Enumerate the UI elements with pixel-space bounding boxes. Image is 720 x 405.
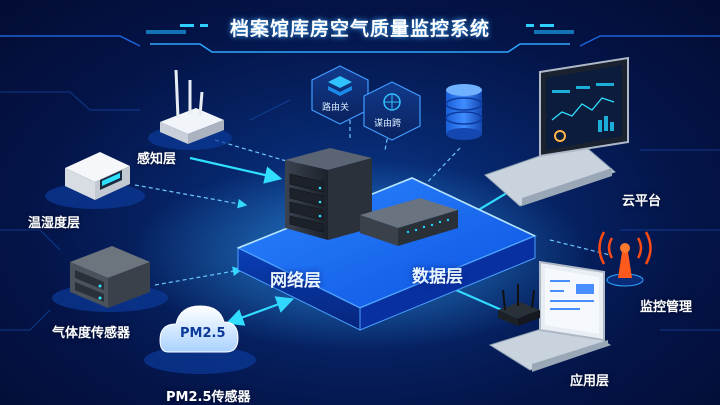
perception-router — [148, 70, 232, 150]
gas-sensor-label: 气体度传感器 — [52, 322, 130, 341]
network-layer-label: 网络层 — [270, 266, 321, 291]
page-title: 档案馆库房空气质量监控系统 — [0, 14, 720, 41]
cloud-platform-label: 云平台 — [622, 190, 661, 209]
pm25-badge: PM2.5 — [180, 326, 226, 341]
application-layer-label: 应用层 — [570, 370, 609, 389]
router-tile-1 — [312, 66, 368, 124]
cloud-laptop — [485, 58, 628, 206]
database-icon — [446, 84, 482, 140]
data-layer-label: 数据层 — [412, 262, 463, 287]
alarm-beacon — [600, 232, 651, 286]
perception-layer-label: 感知层 — [137, 148, 176, 167]
temp-humidity-layer-label: 温湿度层 — [28, 212, 80, 231]
router-label-2: 谋由跨 — [374, 116, 401, 129]
monitor-management-label: 监控管理 — [640, 296, 692, 315]
pm25-sensor-label: PM2.5传感器 — [166, 386, 251, 405]
router-tile-2 — [364, 82, 420, 140]
temp-humidity-sensor — [45, 152, 145, 209]
server-tower — [285, 148, 372, 240]
router-label-1: 路由关 — [322, 100, 349, 113]
